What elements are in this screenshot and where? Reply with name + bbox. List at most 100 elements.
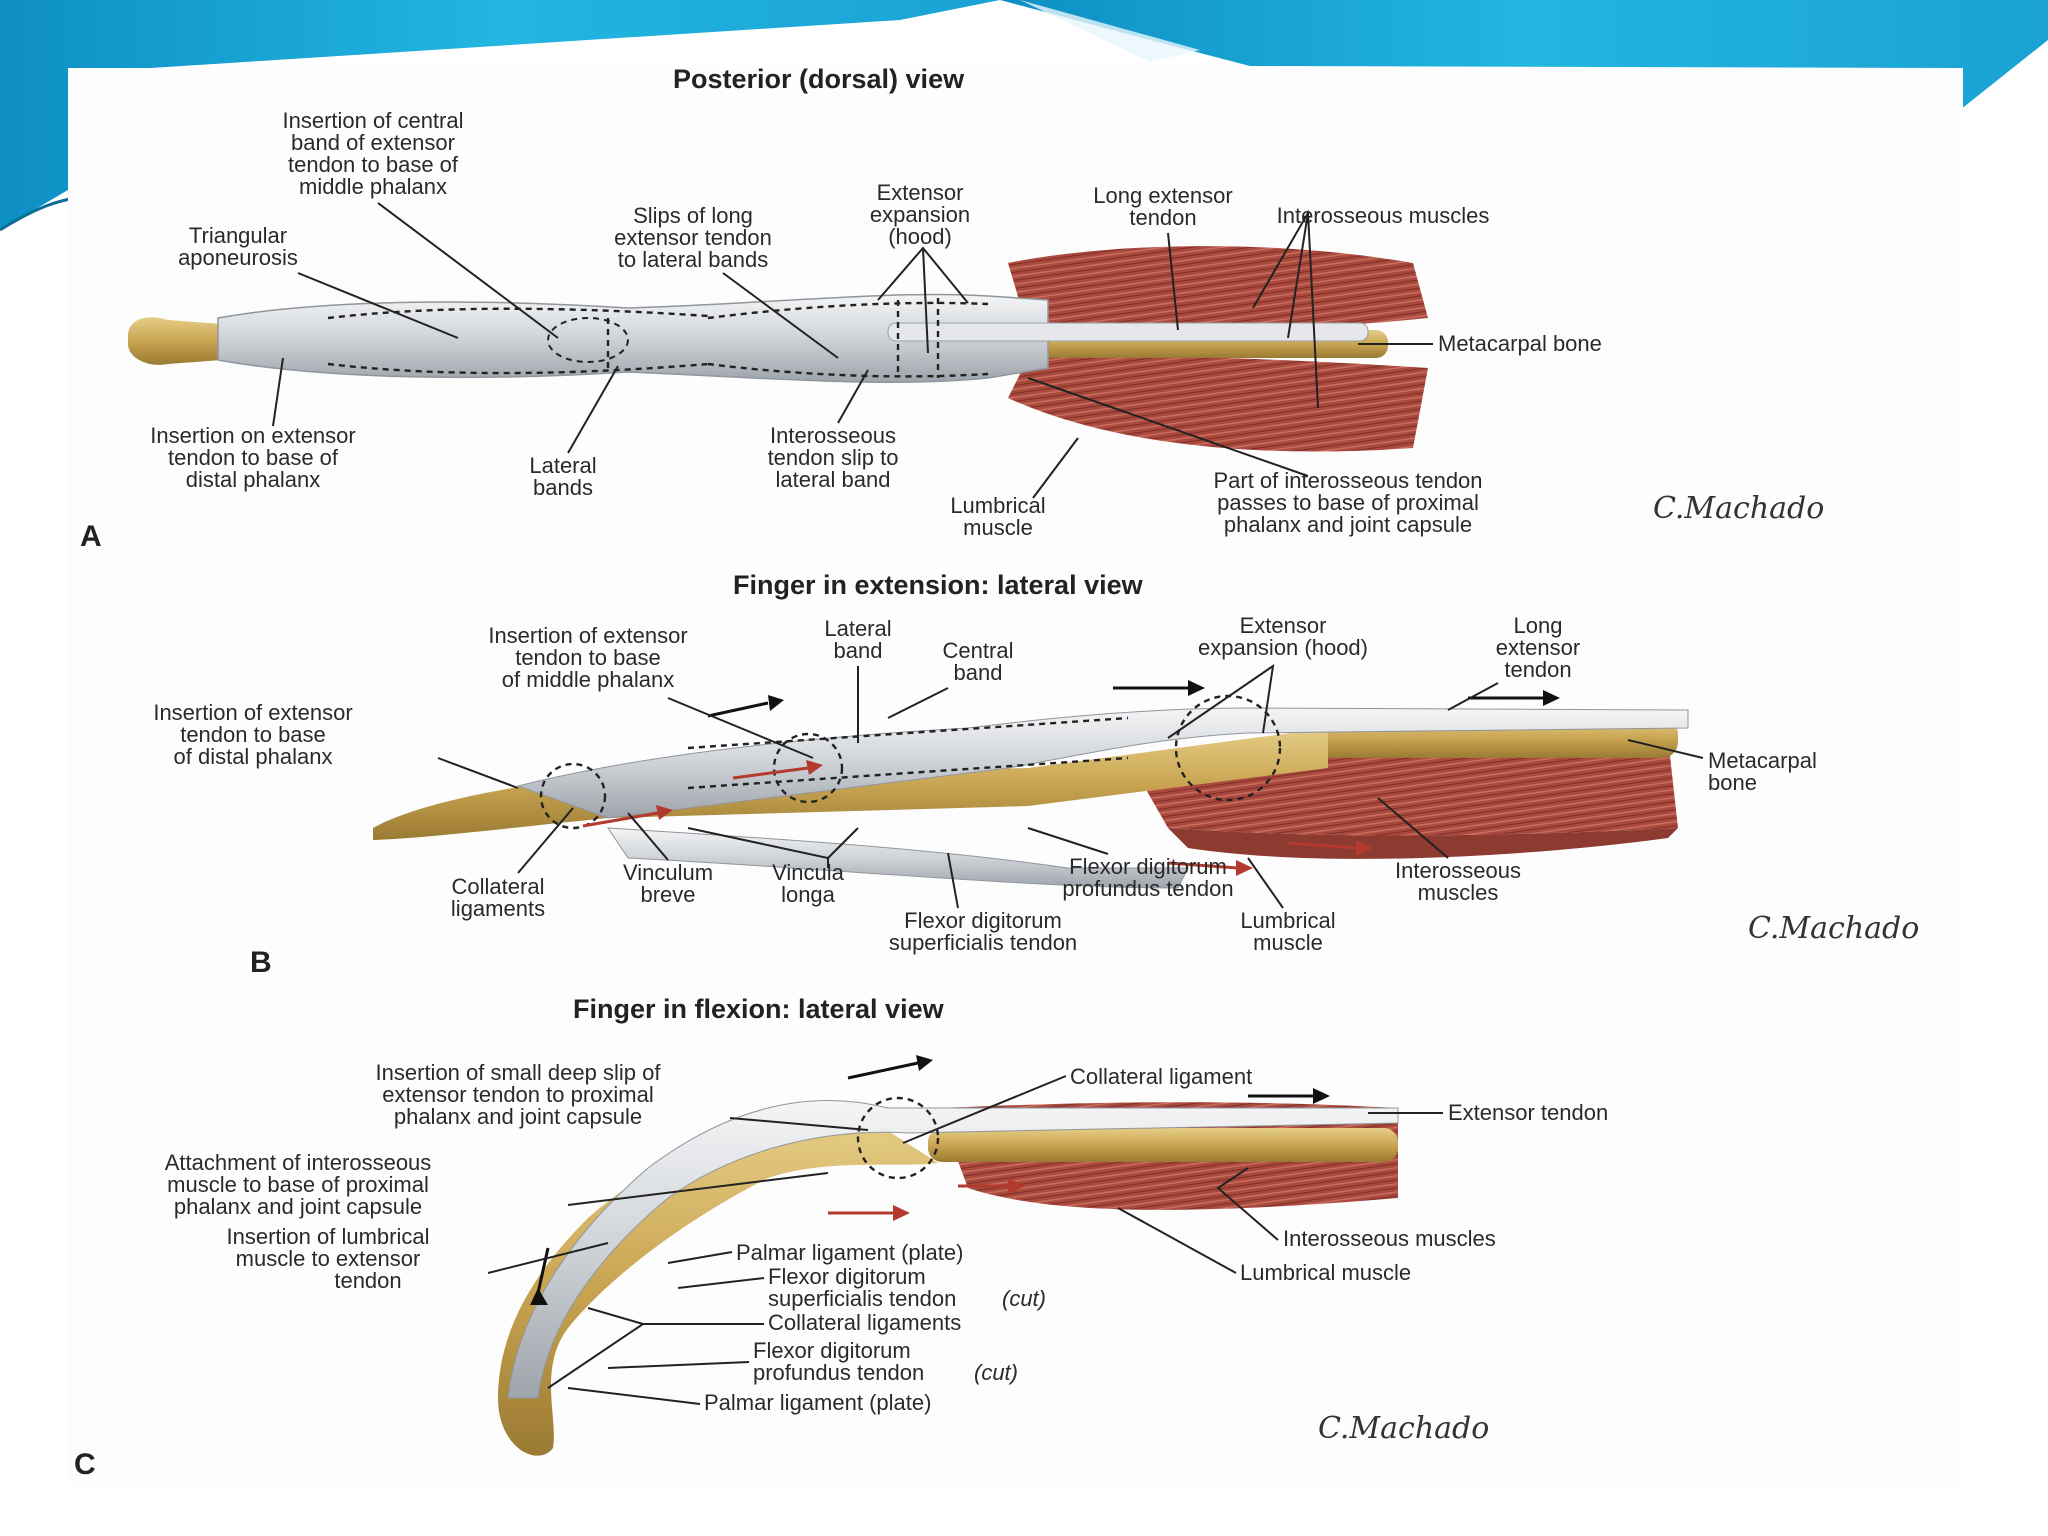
label-lateral-bands-a: Lateral bands: [529, 365, 619, 500]
svg-text:Central: Central: [943, 638, 1014, 663]
label-interosseous-slip-a: Interosseous tendon slip to lateral band: [768, 369, 899, 492]
lumbrical-muscle-b: [1168, 828, 1678, 859]
svg-text:tendon to base: tendon to base: [515, 645, 661, 670]
mcp-joint-c: [856, 1096, 940, 1180]
dip-joint-outline-b: [539, 762, 607, 830]
teal-swoosh-highlight: [1020, 0, 1200, 62]
svg-text:Lumbrical: Lumbrical: [950, 493, 1045, 518]
svg-text:Extensor: Extensor: [1240, 613, 1327, 638]
svg-text:tendon to base: tendon to base: [180, 722, 326, 747]
interosseous-muscle-lower: [1008, 356, 1428, 452]
svg-text:Triangular: Triangular: [189, 223, 287, 248]
panel-c-title: Finger in flexion: lateral view: [573, 994, 945, 1024]
panel-c-letter: C: [74, 1448, 96, 1481]
svg-text:Vincula: Vincula: [772, 860, 845, 885]
svg-text:Interosseous muscles: Interosseous muscles: [1277, 203, 1490, 228]
extensor-tendon-c: [507, 1100, 1399, 1399]
teal-swoosh-right: [1000, 0, 2048, 110]
label-vincula-longa-b: Vincula longa: [687, 827, 859, 907]
label-central-band-b: Central band: [887, 638, 1014, 719]
label-extensor-hood-a: Extensor expansion (hood): [870, 180, 970, 354]
label-lateral-band-b: Lateral band: [824, 616, 892, 743]
label-collateral-ligament-c: Collateral ligament: [902, 1064, 1252, 1144]
label-interosseous-muscles-a: Interosseous muscles: [1252, 203, 1490, 409]
svg-text:Insertion on extensor: Insertion on extensor: [150, 423, 355, 448]
svg-text:tendon to base of: tendon to base of: [168, 445, 339, 470]
label-extensor-tendon-c: Extensor tendon: [1368, 1100, 1608, 1125]
svg-text:Extensor tendon: Extensor tendon: [1448, 1100, 1608, 1125]
label-palmar-ligament-2-c: Palmar ligament (plate): [567, 1387, 931, 1415]
label-triangular-aponeurosis: Triangular aponeurosis: [178, 223, 459, 339]
extensor-apparatus-a: [217, 293, 1049, 383]
svg-text:Long extensor: Long extensor: [1093, 183, 1232, 208]
label-metacarpal-bone-b: Metacarpal bone: [1627, 739, 1817, 795]
label-long-extensor-b: Long extensor tendon: [1447, 613, 1580, 711]
label-fdp-cut-c: Flexor digitorum profundus tendon (cut): [607, 1338, 1018, 1385]
svg-text:passes to base of proximal: passes to base of proximal: [1217, 490, 1479, 515]
svg-text:Lateral: Lateral: [824, 616, 891, 641]
svg-text:Palmar ligament (plate): Palmar ligament (plate): [736, 1240, 963, 1265]
svg-text:tendon: tendon: [1504, 657, 1571, 682]
label-lumbrical-b: Lumbrical muscle: [1240, 857, 1336, 955]
svg-text:expansion: expansion: [870, 202, 970, 227]
label-deep-slip-c: Insertion of small deep slip of extensor…: [376, 1060, 869, 1131]
anatomy-figure: Posterior (dorsal) view Insertion of cen…: [68, 68, 1963, 1486]
svg-text:Part of interosseous tendon: Part of interosseous tendon: [1213, 468, 1482, 493]
svg-text:Metacarpal bone: Metacarpal bone: [1438, 331, 1602, 356]
label-collateral-ligaments-c: Collateral ligaments: [547, 1307, 961, 1389]
label-collateral-ligaments-b: Collateral ligaments: [451, 807, 574, 921]
signature-b: C.Machado: [1748, 911, 1919, 946]
svg-text:Insertion of extensor: Insertion of extensor: [153, 700, 352, 725]
panel-a-letter: A: [80, 520, 102, 553]
svg-text:(hood): (hood): [888, 224, 952, 249]
extensor-hood-b: [516, 707, 1689, 819]
panel-b-title: Finger in extension: lateral view: [733, 570, 1144, 600]
svg-text:ligaments: ligaments: [451, 896, 545, 921]
svg-text:tendon: tendon: [334, 1268, 401, 1293]
label-metacarpal-bone-a: Metacarpal bone: [1358, 331, 1602, 356]
svg-text:phalanx and joint capsule: phalanx and joint capsule: [394, 1104, 642, 1129]
svg-text:Slips of long: Slips of long: [633, 203, 753, 228]
svg-text:Metacarpal: Metacarpal: [1708, 748, 1817, 773]
label-attach-interosseous-c: Attachment of interosseous muscle to bas…: [165, 1150, 829, 1219]
signature-c: C.Machado: [1318, 1411, 1489, 1446]
svg-text:extensor: extensor: [1496, 635, 1580, 660]
svg-text:phalanx and joint capsule: phalanx and joint capsule: [174, 1194, 422, 1219]
svg-text:Flexor digitorum: Flexor digitorum: [753, 1338, 911, 1363]
label-fds-cut-c: Flexor digitorum superficialis tendon (c…: [677, 1264, 1046, 1311]
svg-text:bands: bands: [533, 475, 593, 500]
svg-text:band: band: [954, 660, 1003, 685]
svg-text:Insertion of lumbrical: Insertion of lumbrical: [227, 1224, 430, 1249]
direction-arrows-b: [582, 680, 1560, 876]
signature-a: C.Machado: [1653, 491, 1824, 526]
svg-text:tendon slip to: tendon slip to: [768, 445, 899, 470]
svg-text:lateral band: lateral band: [776, 467, 891, 492]
svg-text:tendon to base of: tendon to base of: [288, 152, 459, 177]
panel-a-title: Posterior (dorsal) view: [673, 68, 965, 94]
svg-text:muscle: muscle: [1253, 930, 1323, 955]
interosseous-muscle-upper: [1008, 246, 1428, 334]
direction-arrows-c: [530, 1055, 1330, 1305]
label-lumbrical-muscle-a: Lumbrical muscle: [950, 437, 1079, 540]
svg-text:Insertion of central: Insertion of central: [283, 108, 464, 133]
svg-text:of middle phalanx: of middle phalanx: [502, 667, 674, 692]
svg-text:Lateral: Lateral: [529, 453, 596, 478]
flexor-tendons-b: [607, 827, 1189, 889]
svg-text:Insertion of small deep slip o: Insertion of small deep slip of: [376, 1060, 662, 1085]
svg-text:phalanx and joint capsule: phalanx and joint capsule: [1224, 512, 1472, 537]
svg-text:Collateral ligaments: Collateral ligaments: [768, 1310, 961, 1335]
svg-text:to lateral bands: to lateral bands: [618, 247, 768, 272]
svg-text:muscle: muscle: [963, 515, 1033, 540]
svg-text:Lumbrical muscle: Lumbrical muscle: [1240, 1260, 1411, 1285]
label-palmar-ligament-1-c: Palmar ligament (plate): [667, 1240, 963, 1265]
label-vinculum-breve-b: Vinculum breve: [623, 812, 713, 907]
label-distal-insertion-a: Insertion on extensor tendon to base of …: [150, 357, 356, 492]
svg-text:muscle to extensor: muscle to extensor: [236, 1246, 421, 1271]
label-ins-distal-phalanx-b: Insertion of extensor tendon to base of …: [153, 700, 519, 789]
svg-text:bone: bone: [1708, 770, 1757, 795]
svg-text:band of extensor: band of extensor: [291, 130, 455, 155]
svg-text:Lumbrical: Lumbrical: [1240, 908, 1335, 933]
svg-text:extensor tendon: extensor tendon: [614, 225, 772, 250]
joint-outline-a1: [547, 317, 629, 363]
svg-text:Insertion of extensor: Insertion of extensor: [488, 623, 687, 648]
